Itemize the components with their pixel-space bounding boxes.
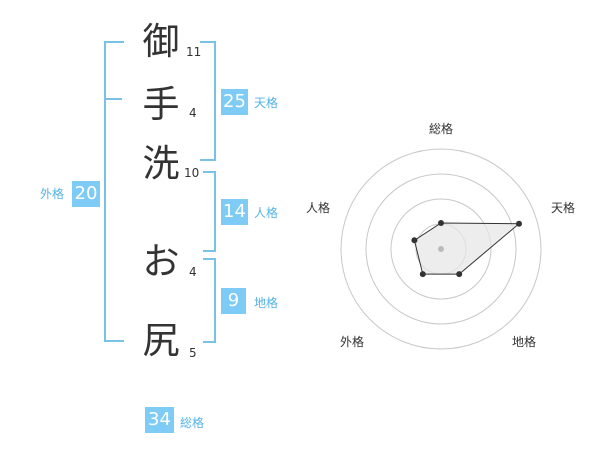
stroke-count-5: 5 [189,346,197,360]
name-char-2: 手 [142,83,180,126]
jinkaku-score: 14 [221,199,248,225]
soukaku-label: 総格 [180,416,205,430]
radar-axis-label-soukaku: 総格 [429,121,453,136]
tenkaku-label: 天格 [254,96,279,110]
radar-point-2 [516,220,522,227]
jinkaku-label: 人格 [254,206,279,220]
stroke-count-3: 10 [184,166,200,180]
gaikaku-bracket [104,41,124,342]
gaikaku-label: 外格 [40,187,65,201]
tenkaku-score: 25 [221,89,248,115]
radar-ring [365,173,517,325]
radar-point-3 [456,271,463,278]
gaikaku-bracket-tick [104,98,122,100]
chikaku-label: 地格 [254,296,279,310]
stroke-count-2: 4 [189,106,197,120]
tenkaku-bracket [200,41,216,161]
gaikaku-score: 20 [72,181,100,207]
radar-axis-label-chikaku: 地格 [512,334,536,349]
radar-axis-label-gaikaku: 外格 [340,334,364,349]
radar-axis-label-tenkaku: 天格 [551,200,575,215]
jinkaku-bracket [203,171,216,252]
radar-center-dot [438,246,444,252]
stroke-count-1: 11 [186,45,202,59]
stroke-count-4: 4 [189,265,197,279]
name-char-1: 御 [142,20,180,63]
chikaku-bracket [203,258,216,343]
radar-ring [340,148,542,350]
radar-point-5 [411,237,418,244]
radar-point-4 [419,271,426,278]
radar-ring [390,198,492,300]
name-char-4: お [142,240,180,283]
radar-point-1 [438,220,444,226]
name-char-3: 洗 [142,142,180,185]
name-char-5: 尻 [142,319,180,362]
radar-axis-label-jinkaku: 人格 [306,200,330,215]
soukaku-score: 34 [145,407,174,433]
radar-data-polygon [413,222,521,275]
chikaku-score: 9 [221,288,246,314]
